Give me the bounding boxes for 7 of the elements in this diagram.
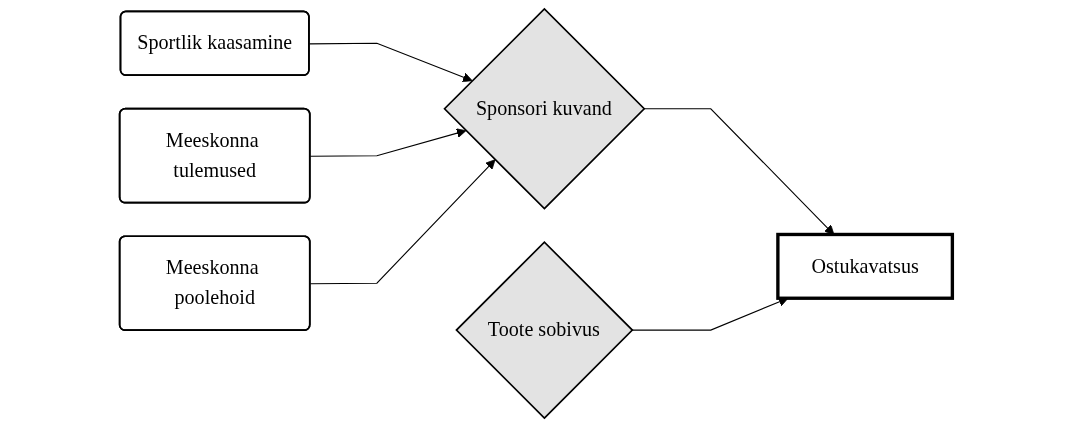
arrow [309, 159, 496, 285]
node-diamond: Toote sobivus [455, 240, 634, 420]
node-box: Ostukavatsus [776, 232, 955, 300]
arrow [643, 108, 835, 235]
node-diamond: Sponsori kuvand [443, 7, 646, 210]
arrow [309, 128, 467, 157]
arrow [308, 42, 473, 82]
